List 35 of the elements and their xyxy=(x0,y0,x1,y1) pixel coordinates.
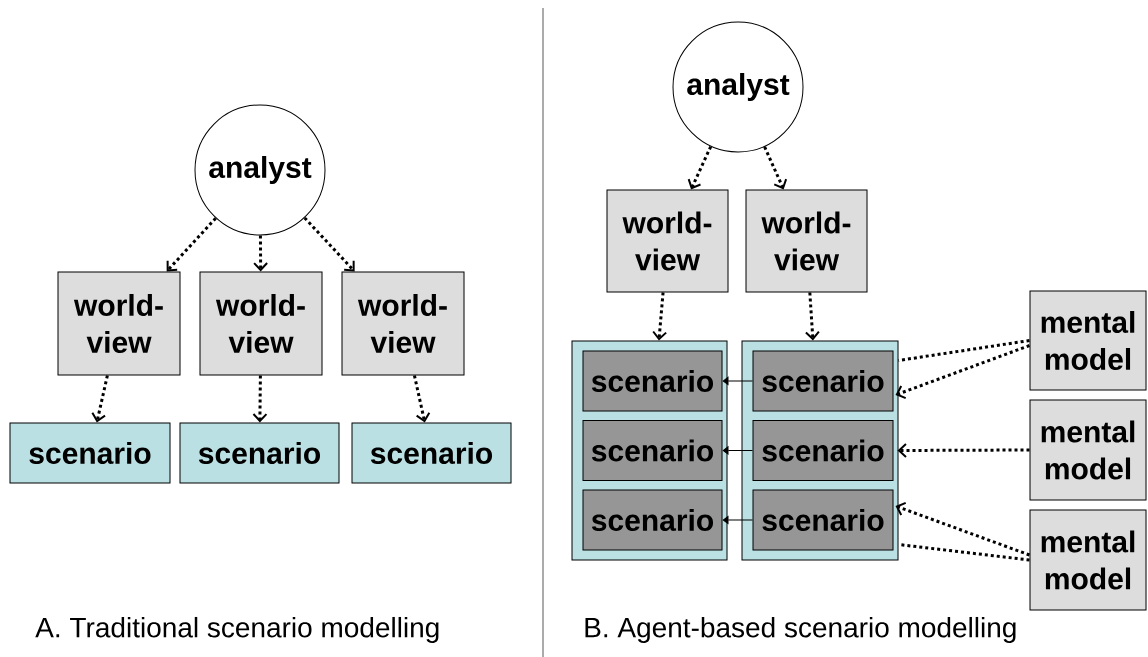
arrow xyxy=(166,217,217,272)
scenario-box: scenario xyxy=(752,420,894,481)
process-box: mental model xyxy=(1029,399,1147,501)
arrow xyxy=(763,146,788,190)
process-box: world-view xyxy=(199,271,323,376)
scenario-box: scenario xyxy=(582,350,723,412)
arrow xyxy=(895,344,1031,400)
arrow xyxy=(687,145,713,190)
process-box: world-view xyxy=(606,189,729,293)
caption: A. Traditional scenario modelling xyxy=(35,616,439,644)
process-box: mental model xyxy=(1029,290,1147,391)
process-box: world-view xyxy=(341,271,465,376)
arrow xyxy=(652,292,668,341)
arrow xyxy=(91,375,109,423)
scenario-box: scenario xyxy=(752,350,894,412)
scenario-box: scenario xyxy=(351,422,512,484)
scenario-box: scenario xyxy=(752,489,894,551)
scenario-box: scenario xyxy=(582,489,723,551)
arrow xyxy=(895,501,1031,557)
arrow xyxy=(722,376,753,386)
arrow xyxy=(722,515,753,525)
scenario-box: scenario xyxy=(9,422,171,484)
process-box: mental model xyxy=(1029,509,1147,611)
arrow xyxy=(303,216,355,272)
scenario-box: scenario xyxy=(179,422,340,484)
scenario-box: scenario xyxy=(582,420,723,481)
arrow xyxy=(412,375,431,423)
arrow xyxy=(252,375,268,423)
arrow xyxy=(897,442,1030,458)
process-box: world-view xyxy=(57,271,181,376)
arrow xyxy=(253,235,269,272)
process-box: world-view xyxy=(745,189,868,293)
arrow xyxy=(804,292,820,341)
arrow xyxy=(722,446,753,455)
caption: B. Agent-based scenario modelling xyxy=(585,616,1016,644)
